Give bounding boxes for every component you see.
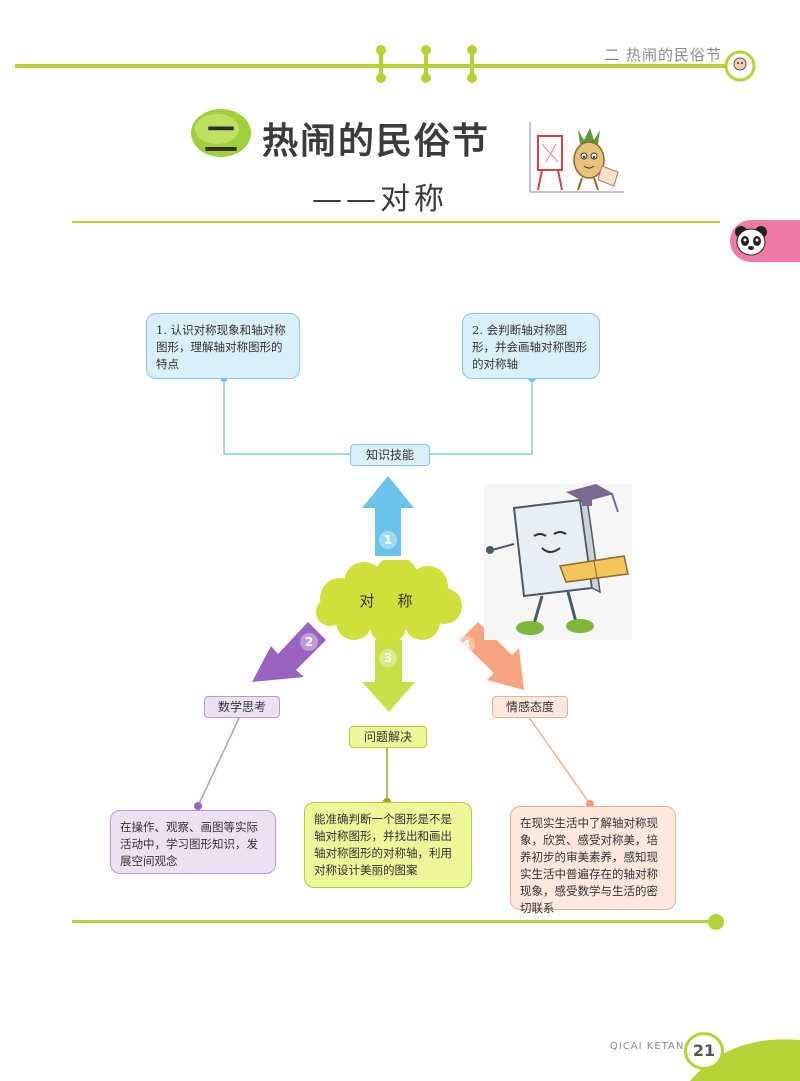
page-subtitle: ——对称 bbox=[312, 182, 448, 217]
arrow-problem-solving bbox=[362, 640, 415, 712]
running-header: 二 热闹的民俗节 bbox=[604, 46, 722, 64]
label-emotion-attitude: 情感态度 bbox=[492, 696, 568, 718]
footer-rule bbox=[72, 920, 714, 923]
binder-rings-icon bbox=[376, 45, 477, 83]
label-knowledge-skills: 知识技能 bbox=[350, 444, 430, 466]
label-problem-solving: 问题解决 bbox=[349, 726, 427, 748]
corner-decoration bbox=[690, 1039, 800, 1081]
footer-brand: QICAI KETANG bbox=[610, 1041, 694, 1052]
chapter-number-badge: 二 bbox=[190, 108, 252, 160]
center-topic: 对 称 bbox=[359, 592, 417, 610]
knowledge-goal-2: 2. 会判断轴对称图形，并会画轴对称图形的对称轴 bbox=[462, 313, 600, 379]
page-number: 21 bbox=[684, 1032, 724, 1070]
knowledge-goal-1: 1. 认识对称现象和轴对称图形，理解轴对称图形的特点 bbox=[146, 313, 300, 379]
arrow-emotion bbox=[460, 622, 524, 690]
label-math-thinking: 数学思考 bbox=[204, 696, 280, 718]
arrow-number-1: 1 bbox=[383, 533, 393, 547]
arrow-number-3: 3 bbox=[383, 651, 393, 665]
math-thinking-detail: 在操作、观察、画图等实际活动中，学习图形知识，发展空间观念 bbox=[110, 810, 276, 874]
panda-icon bbox=[735, 226, 767, 256]
arrow-up-knowledge bbox=[362, 476, 414, 556]
mascot-badge-icon bbox=[724, 50, 756, 82]
center-cloud-shape bbox=[316, 560, 462, 644]
page-title: 热闹的民俗节 bbox=[262, 121, 491, 162]
chapter-number: 二 bbox=[204, 120, 238, 160]
arrow-number-4: 4 bbox=[461, 638, 471, 652]
book-mascot-illustration bbox=[484, 484, 632, 640]
arrow-number-2: 2 bbox=[304, 635, 314, 649]
arrow-math-thinking bbox=[252, 622, 326, 682]
footer-dot-icon bbox=[708, 914, 724, 930]
title-divider bbox=[72, 221, 720, 223]
pineapple-painter-illustration bbox=[529, 122, 624, 193]
problem-solving-detail: 能准确判断一个图形是不是轴对称图形，并找出和画出轴对称图形的对称轴，利用对称设计… bbox=[304, 802, 472, 888]
emotion-attitude-detail: 在现实生活中了解轴对称现象，欣赏、感受对称美，培养初步的审美素养，感知现实生活中… bbox=[510, 806, 676, 915]
